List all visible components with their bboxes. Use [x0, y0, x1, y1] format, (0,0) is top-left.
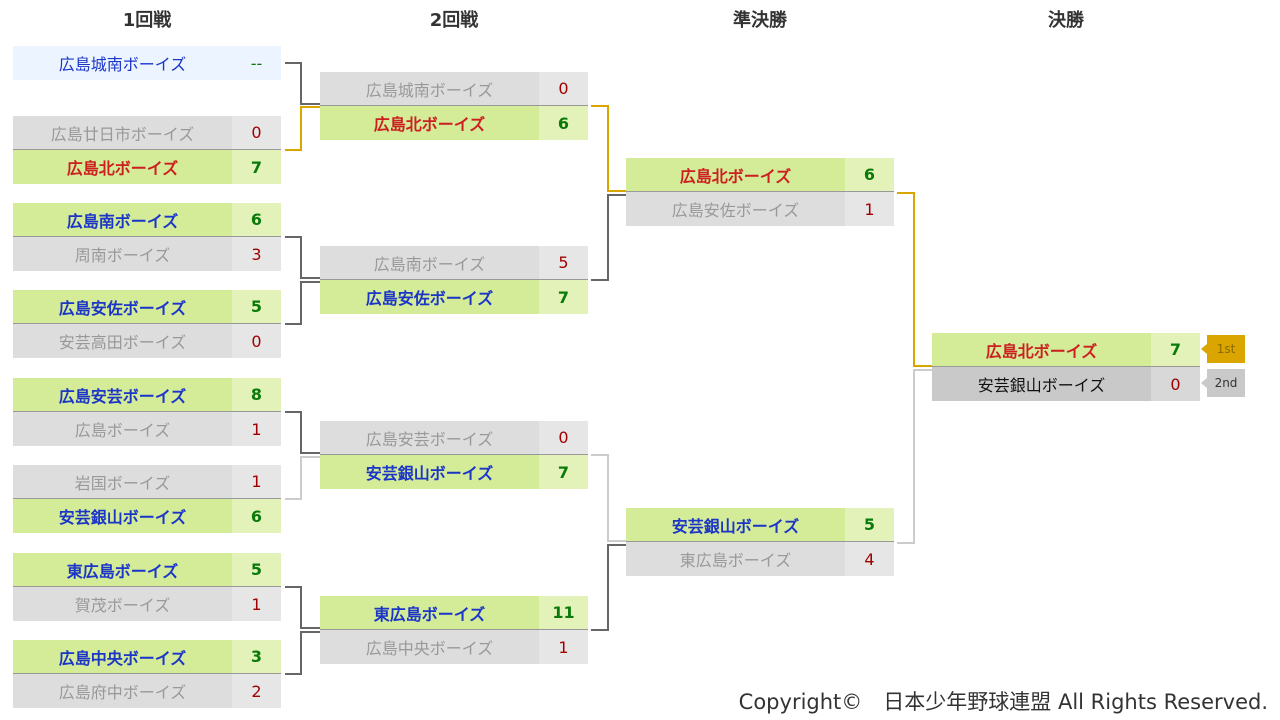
- team-name: 広島城南ボーイズ: [13, 46, 232, 80]
- team-name: 広島北ボーイズ: [13, 150, 232, 184]
- team-name: 広島安芸ボーイズ: [13, 378, 232, 411]
- round-header: 1回戦: [122, 10, 172, 31]
- team-score: 7: [1151, 333, 1200, 366]
- team-name: 広島廿日市ボーイズ: [13, 116, 232, 149]
- team-score: 6: [845, 158, 894, 191]
- second-place-badge: 2nd: [1201, 369, 1245, 397]
- team-name: 広島南ボーイズ: [13, 203, 232, 236]
- team-score: 5: [232, 290, 281, 323]
- team-score: --: [232, 46, 281, 80]
- team-score: 3: [232, 640, 281, 673]
- team-name: 広島安佐ボーイズ: [320, 280, 539, 314]
- team-score: 7: [539, 280, 588, 314]
- team-name: 広島中央ボーイズ: [13, 640, 232, 673]
- team-name: 広島安佐ボーイズ: [13, 290, 232, 323]
- team-name: 安芸銀山ボーイズ: [320, 455, 539, 489]
- team-name: 安芸銀山ボーイズ: [13, 499, 232, 533]
- team-score: 0: [539, 421, 588, 454]
- team-name: 広島南ボーイズ: [320, 246, 539, 279]
- team-name: 広島北ボーイズ: [932, 333, 1151, 366]
- team-score: 1: [232, 587, 281, 621]
- team-name: 安芸銀山ボーイズ: [626, 508, 845, 541]
- team-score: 1: [232, 465, 281, 498]
- team-score: 6: [539, 106, 588, 140]
- team-score: 1: [845, 192, 894, 226]
- team-name: 東広島ボーイズ: [320, 596, 539, 629]
- team-score: 0: [1151, 367, 1200, 401]
- team-name: 広島城南ボーイズ: [320, 72, 539, 105]
- copyright-text: Copyright© 日本少年野球連盟 All Rights Reserved.: [738, 690, 1268, 714]
- team-name: 広島中央ボーイズ: [320, 630, 539, 664]
- team-score: 0: [232, 116, 281, 149]
- team-score: 3: [232, 237, 281, 271]
- team-name: 安芸銀山ボーイズ: [932, 367, 1151, 401]
- team-score: 6: [232, 203, 281, 236]
- round-header: 準決勝: [733, 10, 787, 31]
- team-score: 0: [539, 72, 588, 105]
- team-name: 周南ボーイズ: [13, 237, 232, 271]
- first-place-badge: 1st: [1201, 335, 1245, 363]
- team-name: 広島安芸ボーイズ: [320, 421, 539, 454]
- team-score: 6: [232, 499, 281, 533]
- team-score: 0: [232, 324, 281, 358]
- team-name: 安芸高田ボーイズ: [13, 324, 232, 358]
- team-name: 広島府中ボーイズ: [13, 674, 232, 708]
- team-name: 東広島ボーイズ: [13, 553, 232, 586]
- team-score: 8: [232, 378, 281, 411]
- team-score: 5: [232, 553, 281, 586]
- round-header: 決勝: [1048, 10, 1084, 31]
- team-score: 2: [232, 674, 281, 708]
- team-score: 7: [539, 455, 588, 489]
- team-score: 11: [539, 596, 588, 629]
- team-row[interactable]: 広島城南ボーイズ--: [13, 46, 281, 80]
- team-score: 1: [232, 412, 281, 446]
- team-name: 広島安佐ボーイズ: [626, 192, 845, 226]
- team-name: 賀茂ボーイズ: [13, 587, 232, 621]
- team-score: 5: [845, 508, 894, 541]
- team-name: 岩国ボーイズ: [13, 465, 232, 498]
- team-name: 広島北ボーイズ: [320, 106, 539, 140]
- round-header: 2回戦: [429, 10, 479, 31]
- team-score: 7: [232, 150, 281, 184]
- team-name: 広島ボーイズ: [13, 412, 232, 446]
- team-score: 5: [539, 246, 588, 279]
- team-name: 東広島ボーイズ: [626, 542, 845, 576]
- team-score: 1: [539, 630, 588, 664]
- team-score: 4: [845, 542, 894, 576]
- team-name: 広島北ボーイズ: [626, 158, 845, 191]
